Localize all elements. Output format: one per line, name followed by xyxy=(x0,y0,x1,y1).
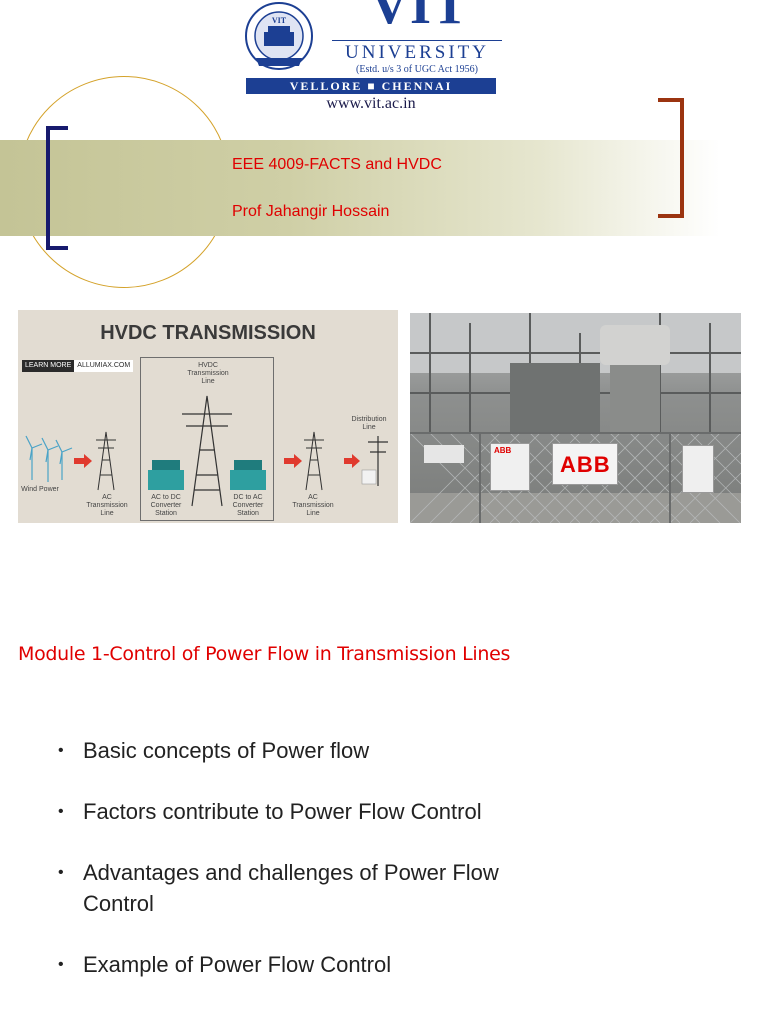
topic-text: Factors contribute to Power Flow Control xyxy=(83,799,482,824)
bullet-icon: • xyxy=(58,742,64,759)
label-hvdc-line: HVDC Transmission Line xyxy=(187,362,229,386)
distribution-pole-icon xyxy=(368,436,388,486)
hvdc-diagram-graphic xyxy=(25,395,388,507)
logo-university-text: UNIVERSITY xyxy=(332,40,502,64)
label-dc-ac-station: DC to AC Converter Station xyxy=(232,494,264,518)
topic-text: Advantages and challenges of Power Flow … xyxy=(83,860,499,916)
bullet-icon: • xyxy=(58,864,64,881)
abb-sign xyxy=(552,443,618,485)
topic-text: Basic concepts of Power flow xyxy=(83,738,370,763)
logo-campus-bar: VELLORE ■ CHENNAI xyxy=(246,78,496,94)
course-title: EEE 4009-FACTS and HVDC xyxy=(232,156,442,173)
bullet-icon: • xyxy=(58,803,64,820)
hvdc-tower-icon xyxy=(182,395,232,507)
small-abb-logo: ABB xyxy=(494,446,512,455)
ac-tower-icon xyxy=(304,431,324,491)
house-icon xyxy=(361,469,377,485)
label-ac-line-1: AC Transmission Line xyxy=(86,494,128,518)
logo-brand: VIT xyxy=(370,0,470,35)
converter-station-icon xyxy=(148,460,266,490)
list-item: • Factors contribute to Power Flow Contro… xyxy=(58,796,578,827)
notice-sign xyxy=(490,443,530,491)
logo-website[interactable]: www.vit.ac.in xyxy=(326,95,416,112)
bullet-icon: • xyxy=(58,956,64,973)
warning-sign xyxy=(424,445,464,463)
flow-arrows xyxy=(74,454,360,468)
danger-sign xyxy=(682,445,714,493)
list-item: • Basic concepts of Power flow xyxy=(58,735,578,766)
label-distribution-line: Distribution Line xyxy=(351,416,387,432)
module-heading: Module 1-Control of Power Flow in Transm… xyxy=(18,643,511,665)
instructor-name: Prof Jahangir Hossain xyxy=(232,203,390,220)
university-logo: VIT VIT UNIVERSITY (Estd. u/s 3 of UGC A… xyxy=(240,0,502,118)
label-ac-dc-station: AC to DC Converter Station xyxy=(150,494,182,518)
abb-logo: ABB xyxy=(560,452,611,477)
title-band xyxy=(0,140,720,236)
left-bracket xyxy=(46,126,68,250)
substation-graphic xyxy=(410,313,741,523)
university-seal-icon: VIT xyxy=(245,2,313,70)
hvdc-image-title: HVDC TRANSMISSION xyxy=(100,322,316,344)
right-bracket xyxy=(658,98,684,218)
logo-established-text: (Estd. u/s 3 of UGC Act 1956) xyxy=(356,64,478,75)
label-ac-line-2: AC Transmission Line xyxy=(292,494,334,518)
list-item: • Example of Power Flow Control xyxy=(58,949,578,980)
topic-text: Example of Power Flow Control xyxy=(83,952,392,977)
wind-turbine-icon xyxy=(25,435,73,482)
list-item: • Advantages and challenges of Power Flow… xyxy=(58,857,523,919)
hvdc-line-frame xyxy=(140,357,274,521)
seal-text: VIT xyxy=(272,16,287,25)
ac-tower-icon xyxy=(96,431,116,491)
label-wind-power: Wind Power xyxy=(21,486,59,493)
topic-list: • Basic concepts of Power flow • Factors c… xyxy=(58,735,578,1010)
abb-substation-photo: ABB ABB xyxy=(410,313,741,523)
